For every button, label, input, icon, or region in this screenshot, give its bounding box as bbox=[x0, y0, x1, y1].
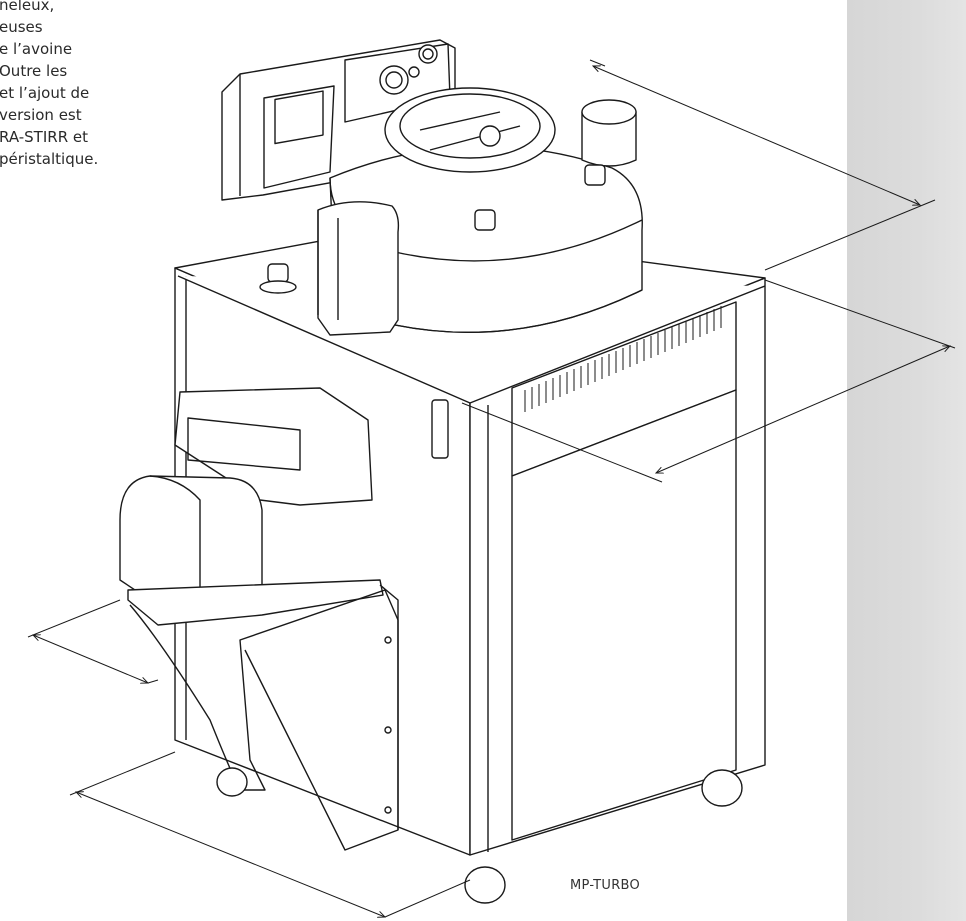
feeder-body bbox=[174, 387, 373, 506]
intro-line: neleux, bbox=[0, 0, 55, 14]
knob bbox=[474, 209, 496, 231]
intro-line: et l’ajout de bbox=[0, 84, 90, 102]
intro-line: Outre les bbox=[0, 62, 68, 80]
intro-line: euses bbox=[0, 18, 43, 36]
knob bbox=[584, 164, 606, 186]
model-caption: MP-TURBO bbox=[570, 878, 641, 893]
wheel bbox=[464, 866, 506, 904]
intro-line: e l’avoine bbox=[0, 40, 73, 58]
wheel bbox=[216, 767, 248, 797]
handle-slot bbox=[431, 399, 449, 459]
hopper bbox=[317, 201, 400, 336]
feeder-motor bbox=[119, 475, 263, 601]
knob bbox=[267, 263, 289, 283]
feeder-tray bbox=[127, 579, 384, 626]
wheel bbox=[701, 769, 743, 807]
intro-line: péristaltique. bbox=[0, 150, 99, 168]
intro-line: version est bbox=[0, 106, 82, 124]
intro-line: RA-STIRR et bbox=[0, 128, 88, 146]
